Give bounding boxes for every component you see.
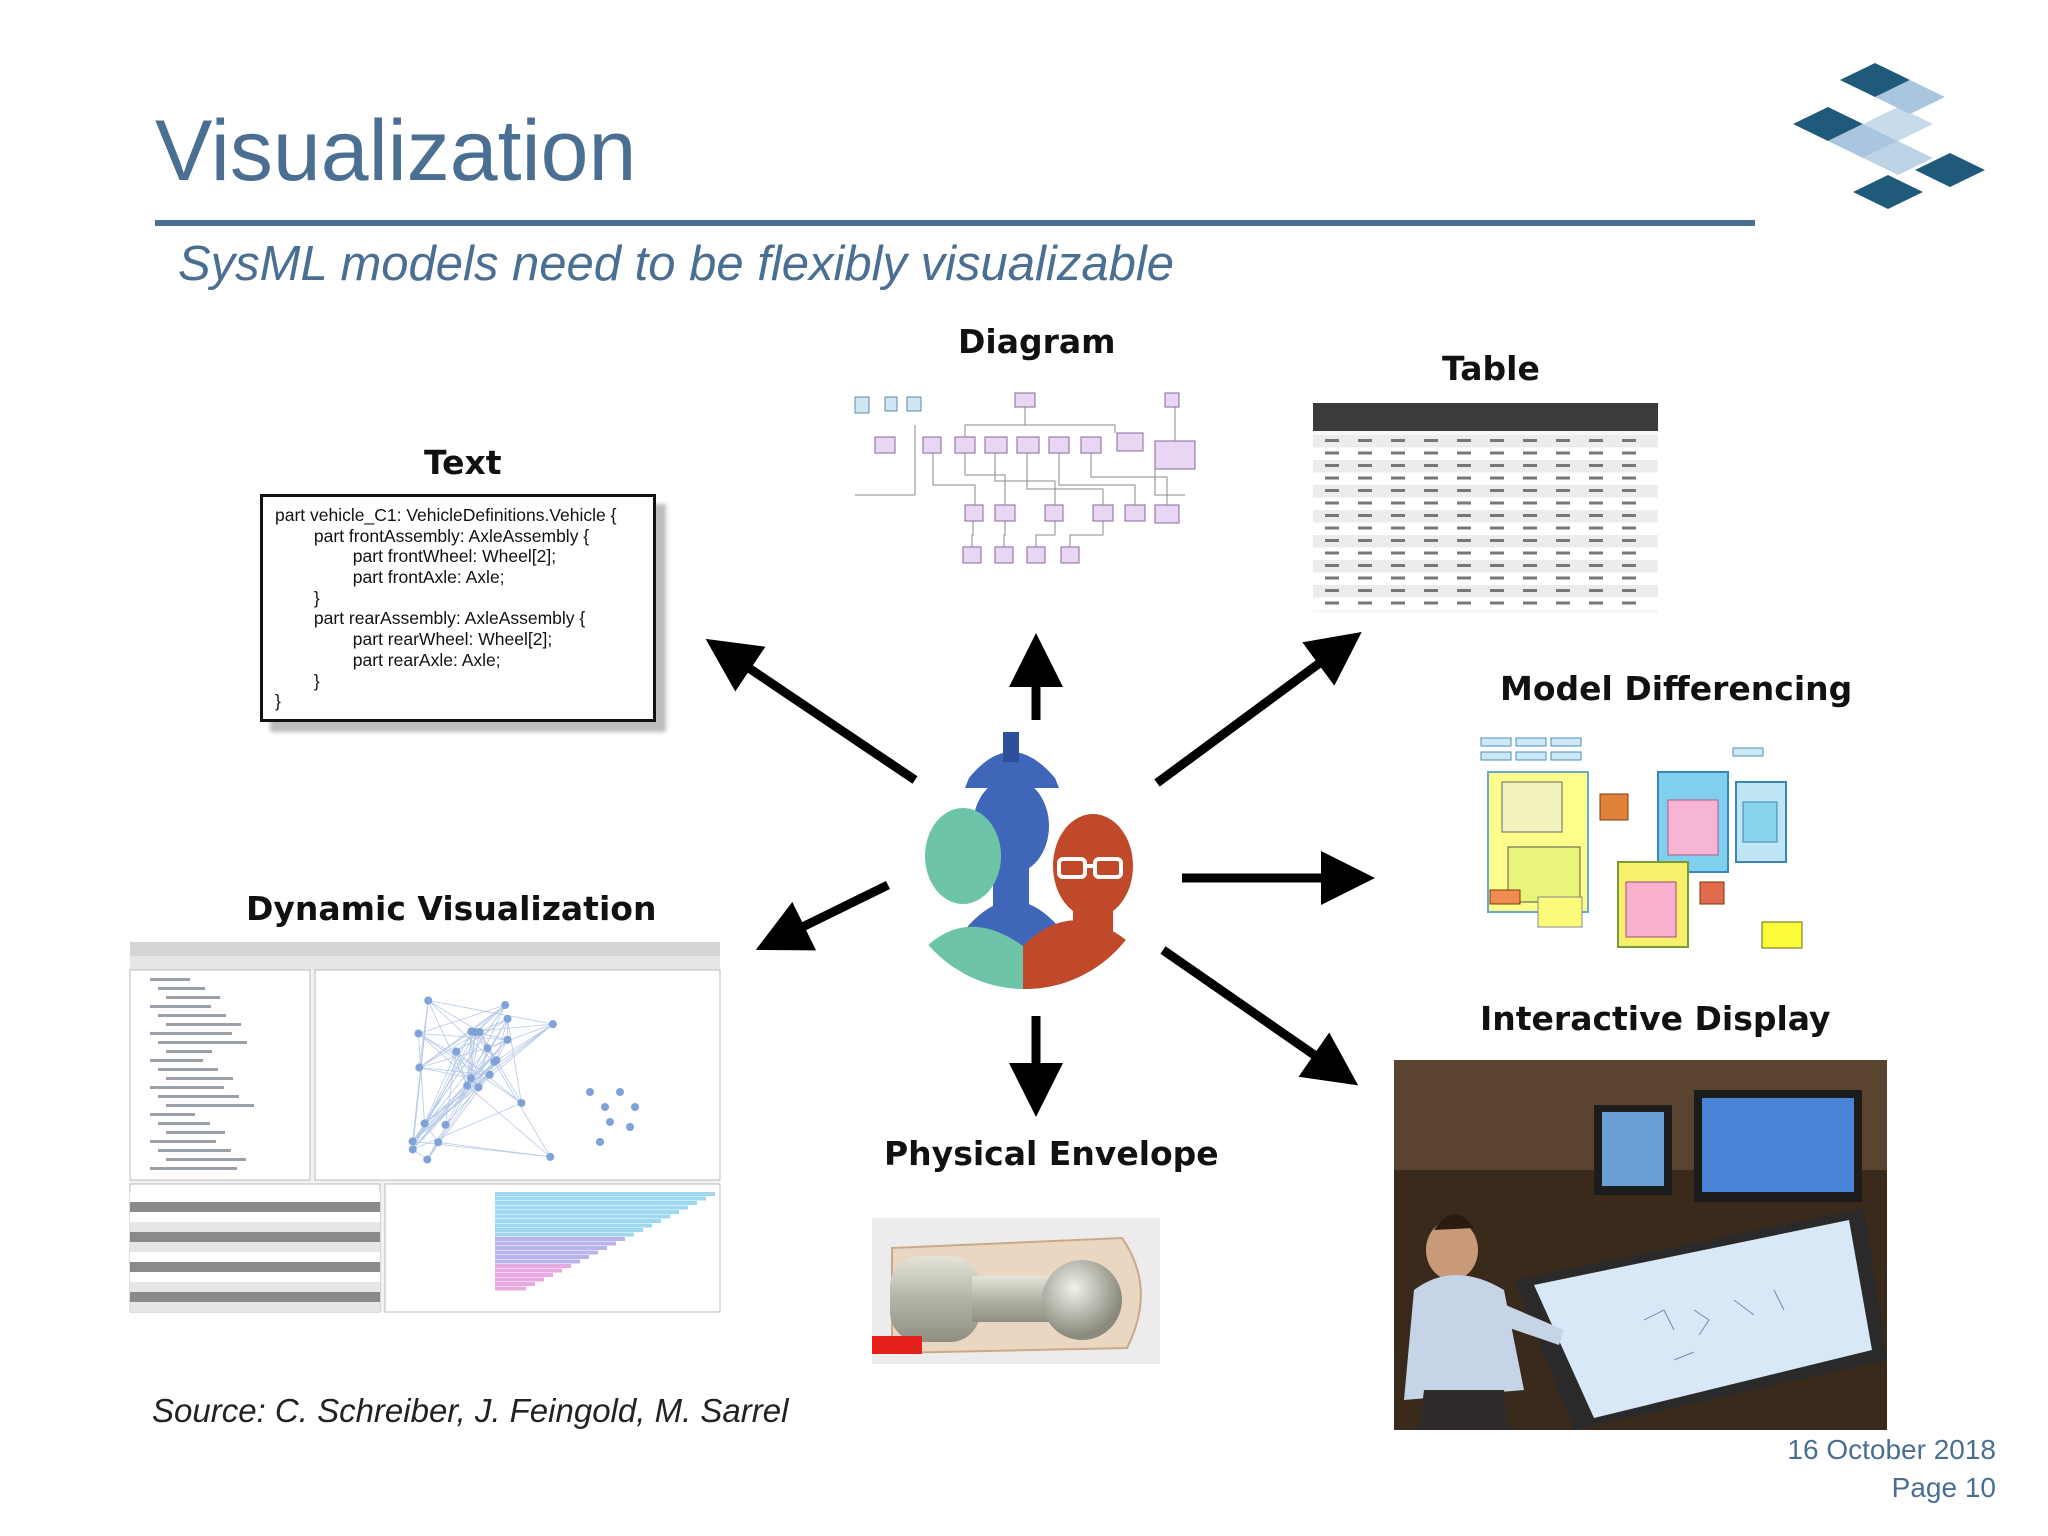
company-logo-icon bbox=[1793, 63, 1985, 209]
code-line: part frontWheel: Wheel[2]; bbox=[275, 546, 557, 567]
footer-date: 16 October 2018 bbox=[1787, 1434, 1996, 1465]
label-physical-envelope: Physical Envelope bbox=[884, 1134, 1219, 1173]
code-line: part rearWheel: Wheel[2]; bbox=[275, 629, 553, 650]
code-line: } bbox=[275, 587, 320, 608]
title-underline bbox=[155, 220, 1755, 226]
code-line: } bbox=[275, 691, 281, 712]
interactive-display-image bbox=[1394, 1060, 1887, 1430]
code-line: part frontAssembly: AxleAssembly { bbox=[275, 525, 590, 546]
slide-title: Visualization bbox=[155, 103, 637, 199]
diagram-image bbox=[854, 385, 1200, 580]
arrow-icon bbox=[755, 880, 890, 951]
arrow-icon bbox=[705, 638, 918, 784]
source-citation: Source: C. Schreiber, J. Feingold, M. Sa… bbox=[152, 1392, 789, 1429]
label-model-differencing: Model Differencing bbox=[1500, 669, 1853, 708]
physical-envelope-image bbox=[872, 1218, 1160, 1364]
slide-subtitle: SysML models need to be flexibly visuali… bbox=[178, 237, 1174, 291]
code-line: part rearAxle: Axle; bbox=[275, 649, 501, 670]
label-dynamic-visualization: Dynamic Visualization bbox=[246, 889, 657, 928]
code-text-box: part vehicle_C1: VehicleDefinitions.Vehi… bbox=[260, 494, 656, 722]
code-line: part frontAxle: Axle; bbox=[275, 567, 505, 588]
label-text: Text bbox=[424, 443, 502, 482]
arrow-icon bbox=[1160, 946, 1359, 1086]
arrow-icon bbox=[1154, 631, 1362, 787]
label-interactive-display: Interactive Display bbox=[1480, 999, 1831, 1038]
code-line: part vehicle_C1: VehicleDefinitions.Vehi… bbox=[275, 505, 617, 525]
code-line: } bbox=[275, 670, 320, 691]
table-image bbox=[1313, 403, 1658, 613]
people-group-icon bbox=[897, 732, 1153, 989]
footer-page-number: Page 10 bbox=[1891, 1472, 1996, 1503]
label-diagram: Diagram bbox=[958, 322, 1116, 361]
label-table: Table bbox=[1442, 349, 1540, 388]
dynamic-visualization-image bbox=[129, 942, 721, 1313]
code-line: part rearAssembly: AxleAssembly { bbox=[275, 608, 586, 629]
model-differencing-image bbox=[1478, 732, 1823, 952]
